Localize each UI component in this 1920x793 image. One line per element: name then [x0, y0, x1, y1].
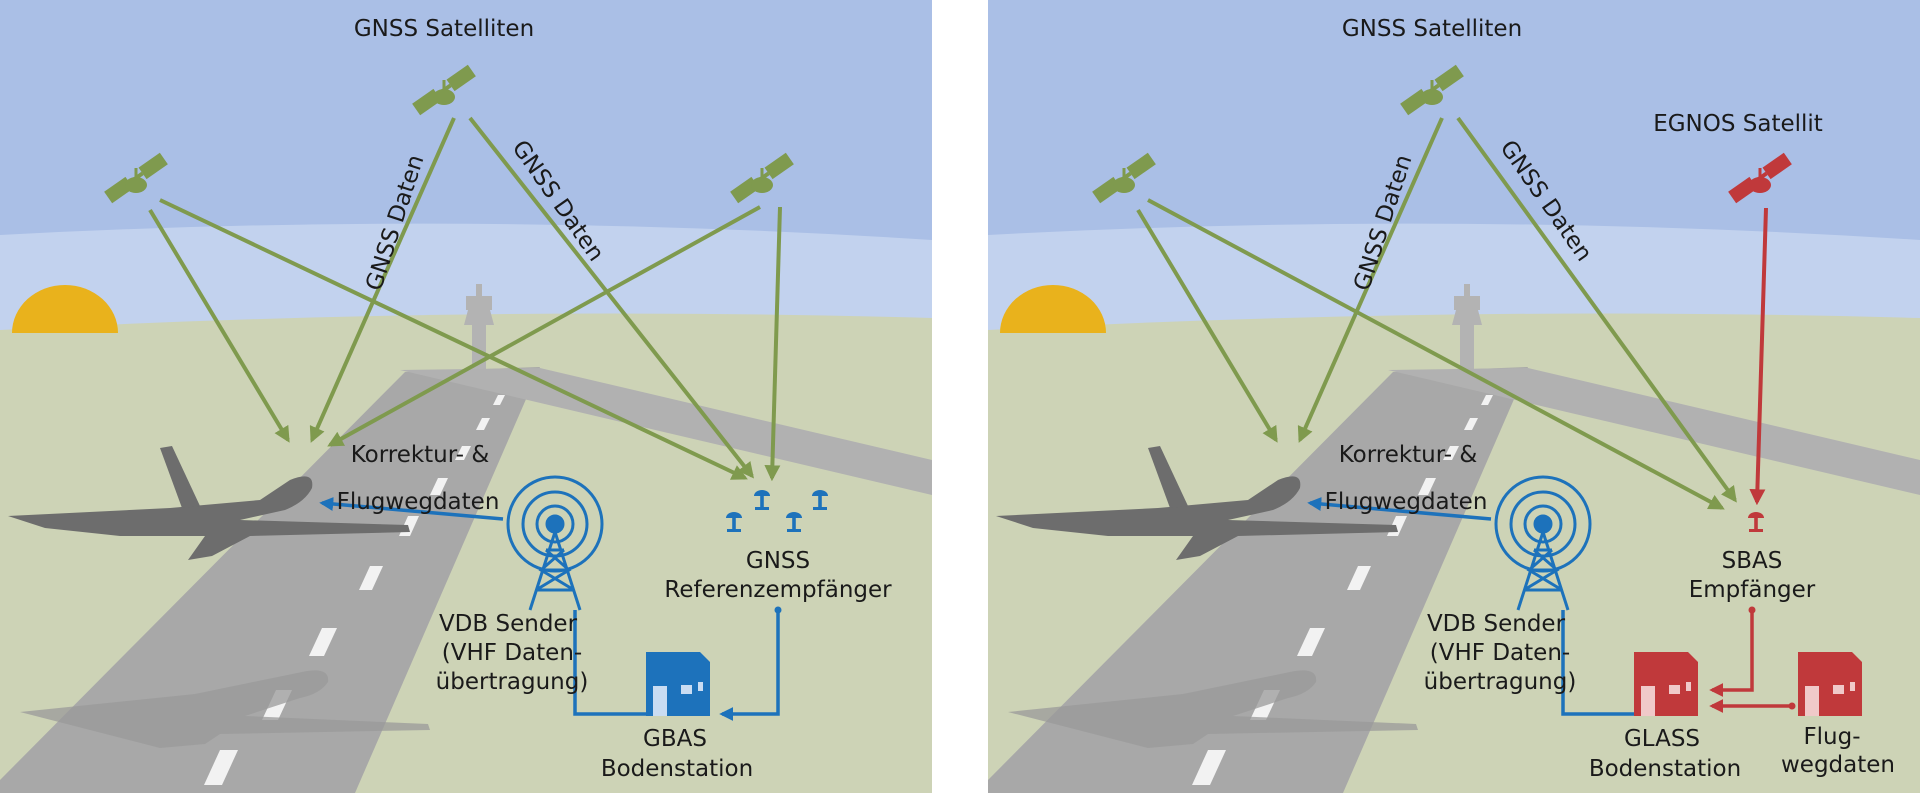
gnss-arrow	[1456, 116, 1737, 503]
gnss-arrow	[468, 116, 754, 479]
vdb-label: übertragung)	[1424, 669, 1577, 695]
airplane-icon	[8, 446, 410, 560]
gnss-arrow	[148, 208, 290, 443]
correction-arrow	[1307, 497, 1492, 521]
runway-cross	[400, 368, 932, 495]
airplane-icon	[996, 446, 1398, 560]
station-label: GLASS	[1624, 726, 1700, 752]
gbas-station-icon	[646, 652, 710, 716]
panel-glass: GNSS Satelliten EGNOS Satellit GNSS Date…	[988, 0, 1920, 793]
vdb-label: VDB Sender	[1427, 611, 1566, 637]
station-to-antenna-line	[573, 610, 648, 716]
receiver-label: Empfänger	[1689, 577, 1816, 603]
gnss-arrow	[159, 198, 748, 480]
sun	[12, 285, 118, 333]
gnss-arrow	[1136, 208, 1278, 443]
gnss-arrow	[1147, 198, 1725, 510]
panel-gbas: GNSS Satelliten GNSS Daten GNSS Daten Ko…	[0, 0, 932, 793]
correction-label: Korrektur- &	[1339, 442, 1478, 468]
egnos-data-arrow	[1749, 207, 1768, 506]
gnss-arrow	[327, 205, 761, 447]
glass-data-lines	[1307, 497, 1636, 716]
glass-station-icon	[1634, 652, 1698, 716]
egnos-arrow	[1749, 207, 1768, 506]
horizon-haze	[988, 223, 1920, 330]
gnss-data-arrows	[1136, 116, 1737, 510]
sbas-data-lines	[1709, 606, 1796, 713]
gnss-data-arrows	[148, 116, 782, 482]
station-label: Bodenstation	[601, 756, 753, 782]
station-to-antenna-line	[1561, 610, 1636, 716]
receiver-label: SBAS	[1722, 548, 1783, 574]
receiver-label: Referenzempfänger	[664, 577, 892, 603]
vdb-label: übertragung)	[436, 669, 589, 695]
receiver-to-station-arrow	[1709, 610, 1754, 697]
correction-label: Flugwegdaten	[337, 489, 500, 515]
gbas-data-lines	[319, 497, 782, 721]
flightpath-database-icon	[1798, 652, 1862, 716]
receiver-label: GNSS	[746, 548, 810, 574]
gnss-arrow	[309, 117, 456, 443]
vdb-label: (VHF Daten-	[1430, 640, 1570, 666]
egnos-title: EGNOS Satellit	[1653, 111, 1823, 137]
runway-main	[988, 367, 1528, 793]
vdb-label: (VHF Daten-	[442, 640, 582, 666]
station-label: GBAS	[643, 726, 707, 752]
control-tower	[1452, 284, 1482, 370]
sun	[1000, 285, 1106, 333]
vdb-antenna-icon	[506, 475, 604, 611]
station-label: Bodenstation	[1589, 756, 1741, 782]
gnss-arrow	[1297, 117, 1444, 443]
correction-label: Flugwegdaten	[1325, 489, 1488, 515]
flightpath-label: wegdaten	[1781, 752, 1895, 778]
satellites-title: GNSS Satelliten	[1342, 16, 1522, 42]
vdb-antenna-icon	[1494, 475, 1592, 611]
correction-arrow	[319, 497, 504, 521]
runway-main	[0, 367, 540, 793]
correction-label: Korrektur- &	[351, 442, 490, 468]
satellites-title: GNSS Satelliten	[354, 16, 534, 42]
vdb-label: VDB Sender	[439, 611, 578, 637]
horizon-haze	[0, 223, 932, 330]
flightpath-label: Flug-	[1803, 724, 1860, 750]
receiver-to-station-arrow	[719, 610, 780, 721]
gnss-arrow	[764, 206, 782, 482]
